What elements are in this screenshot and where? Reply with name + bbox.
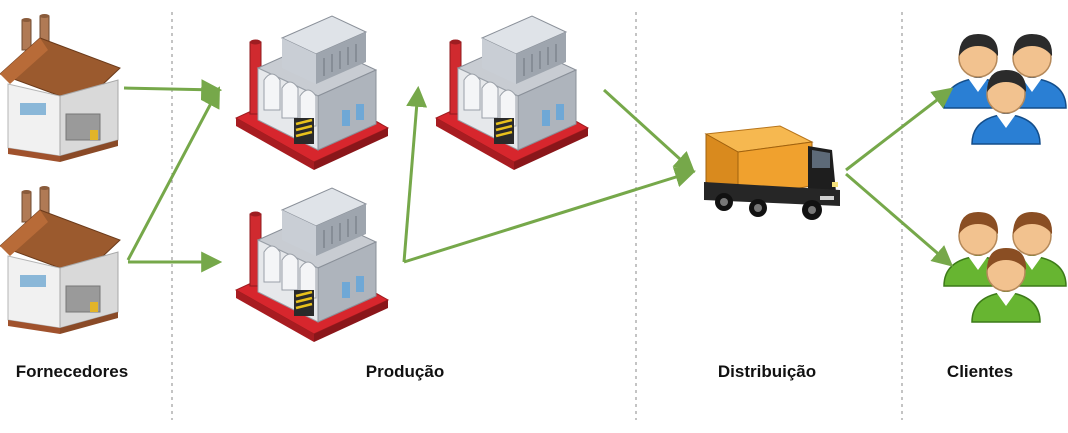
flow-arrow	[845, 87, 954, 172]
delivery-truck-icon	[704, 125, 840, 220]
supplier-house-icon	[0, 13, 121, 163]
stage-label-fornecedores: Fornecedores	[15, 362, 129, 381]
customer-group-icon	[943, 211, 1067, 323]
flow-arrow	[126, 86, 220, 261]
stage-label-distribuicao: Distribuição	[717, 362, 817, 381]
stage-label-clientes: Clientes	[946, 362, 1014, 381]
factory-icon	[434, 14, 590, 172]
customer-group-icon	[943, 33, 1067, 145]
flow-arrow	[845, 172, 954, 267]
flow-arrow	[402, 85, 428, 263]
supplier-house-icon	[0, 185, 121, 335]
factory-icon	[234, 14, 390, 172]
flow-arrow	[602, 88, 696, 173]
flow-arrow	[403, 166, 697, 264]
stage-label-producao: Produção	[365, 362, 445, 381]
factory-icon	[234, 186, 390, 344]
flow-arrow	[123, 79, 223, 101]
